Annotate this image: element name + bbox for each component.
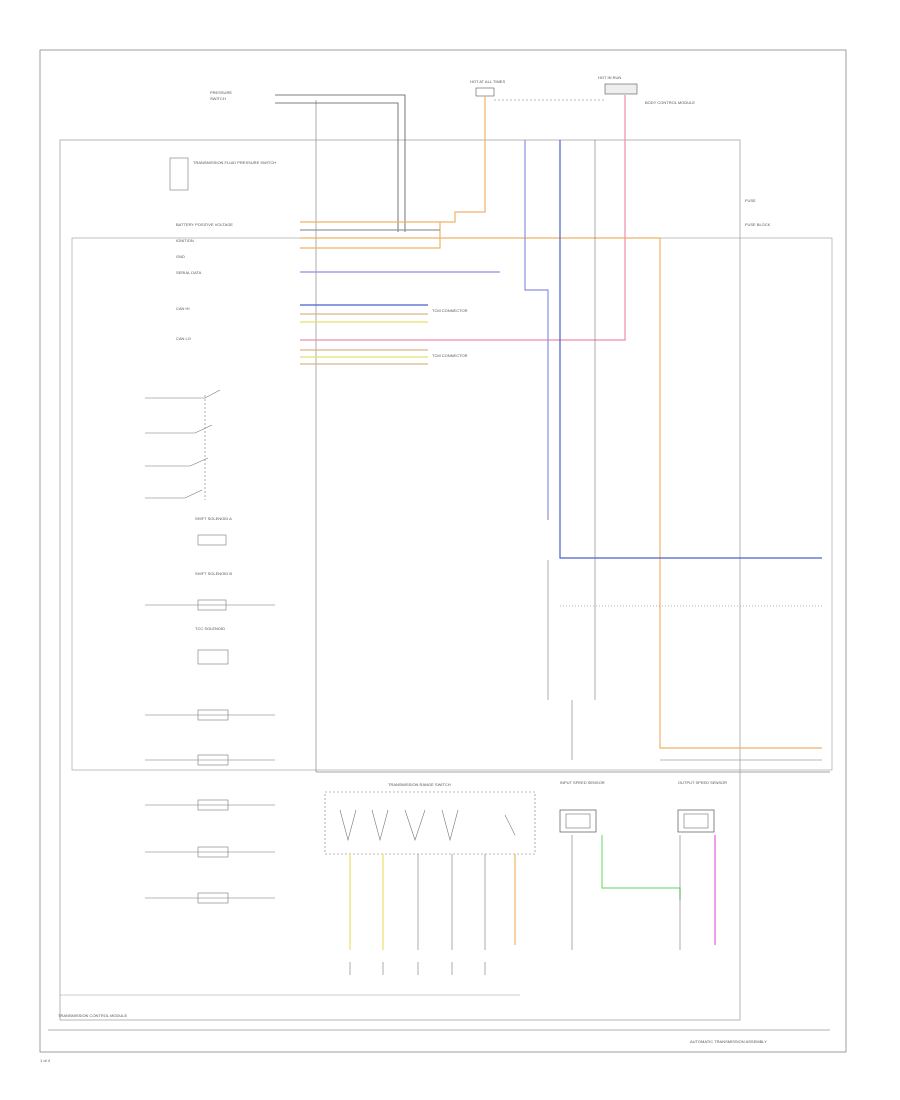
input-speed-sensor: INPUT SPEED SENSOR: [559, 780, 605, 833]
solenoid-a: SHIFT SOLENOID A: [195, 516, 232, 546]
pressure-switch-top-label2: SWITCH: [210, 96, 226, 101]
wire-orange-2: [300, 237, 822, 749]
tcm-box: [59, 139, 741, 1021]
svg-text:HOT IN RUN: HOT IN RUN: [598, 75, 621, 80]
svg-text:GND: GND: [176, 254, 185, 259]
mode-switches: [145, 389, 221, 500]
connector-labels-upper: BATTERY POSITIVE VOLTAGE IGNITION GND SE…: [176, 222, 233, 341]
fluid-pressure-switch: TRANSMISSION FLUID PRESSURE SWITCH: [169, 157, 276, 191]
solenoid-b: SHIFT SOLENOID B: [145, 571, 275, 611]
wire-pink-1: [300, 95, 626, 341]
wire-blue-4: [524, 140, 549, 520]
right-label-2: FUSE BLOCK: [745, 222, 771, 227]
outer-frame: [39, 49, 847, 1053]
corner-label: 1 of 4: [40, 1058, 51, 1063]
svg-text:OUTPUT SPEED SENSOR: OUTPUT SPEED SENSOR: [678, 780, 727, 785]
svg-text:INPUT SPEED SENSOR: INPUT SPEED SENSOR: [560, 780, 605, 785]
svg-text:SERIAL DATA: SERIAL DATA: [176, 270, 202, 275]
wire-blue-1: [559, 140, 822, 559]
svg-text:HOT AT ALL TIMES: HOT AT ALL TIMES: [470, 79, 505, 84]
footer-right-label: AUTOMATIC TRANSMISSION ASSEMBLY: [690, 1039, 767, 1044]
svg-text:BATTERY POSITIVE VOLTAGE: BATTERY POSITIVE VOLTAGE: [176, 222, 233, 227]
fluid-pressure-switch-label: TRANSMISSION FLUID PRESSURE SWITCH: [193, 160, 276, 165]
pressure-solenoids: [145, 709, 275, 904]
ground-stubs: [349, 962, 486, 975]
svg-text:SHIFT SOLENOID A: SHIFT SOLENOID A: [195, 516, 232, 521]
harness-box: [71, 237, 833, 771]
svg-text:CAN LO: CAN LO: [176, 336, 191, 341]
svg-text:TRANSMISSION RANGE SWITCH: TRANSMISSION RANGE SWITCH: [388, 782, 451, 787]
svg-text:BODY CONTROL MODULE: BODY CONTROL MODULE: [645, 100, 695, 105]
wire-orange-3: [300, 222, 441, 249]
fuse-block-2: HOT IN RUN BODY CONTROL MODULE: [598, 75, 695, 105]
svg-text:CAN HI: CAN HI: [176, 306, 190, 311]
svg-text:IGNITION: IGNITION: [176, 238, 194, 243]
wire-orange-1: [300, 96, 486, 223]
pressure-switch-top-label: PRESSURE: [210, 90, 232, 95]
svg-text:SHIFT SOLENOID B: SHIFT SOLENOID B: [195, 571, 232, 576]
wire-sensor-green: [601, 835, 681, 900]
connector-label-1: TCM CONNECTOR: [432, 308, 468, 313]
connector-label-2: TCM CONNECTOR: [432, 353, 468, 358]
tcc-solenoid: TCC SOLENOID: [195, 626, 229, 665]
pressure-switch-top: PRESSURE SWITCH: [210, 90, 406, 232]
output-speed-sensor: OUTPUT SPEED SENSOR: [677, 780, 727, 833]
fuse-block-1: HOT AT ALL TIMES: [470, 79, 505, 97]
range-switch: TRANSMISSION RANGE SWITCH: [324, 782, 536, 855]
right-label-1: FUSE: [745, 198, 756, 203]
footer-left-label: TRANSMISSION CONTROL MODULE: [58, 1013, 128, 1018]
svg-text:TCC SOLENOID: TCC SOLENOID: [195, 626, 225, 631]
